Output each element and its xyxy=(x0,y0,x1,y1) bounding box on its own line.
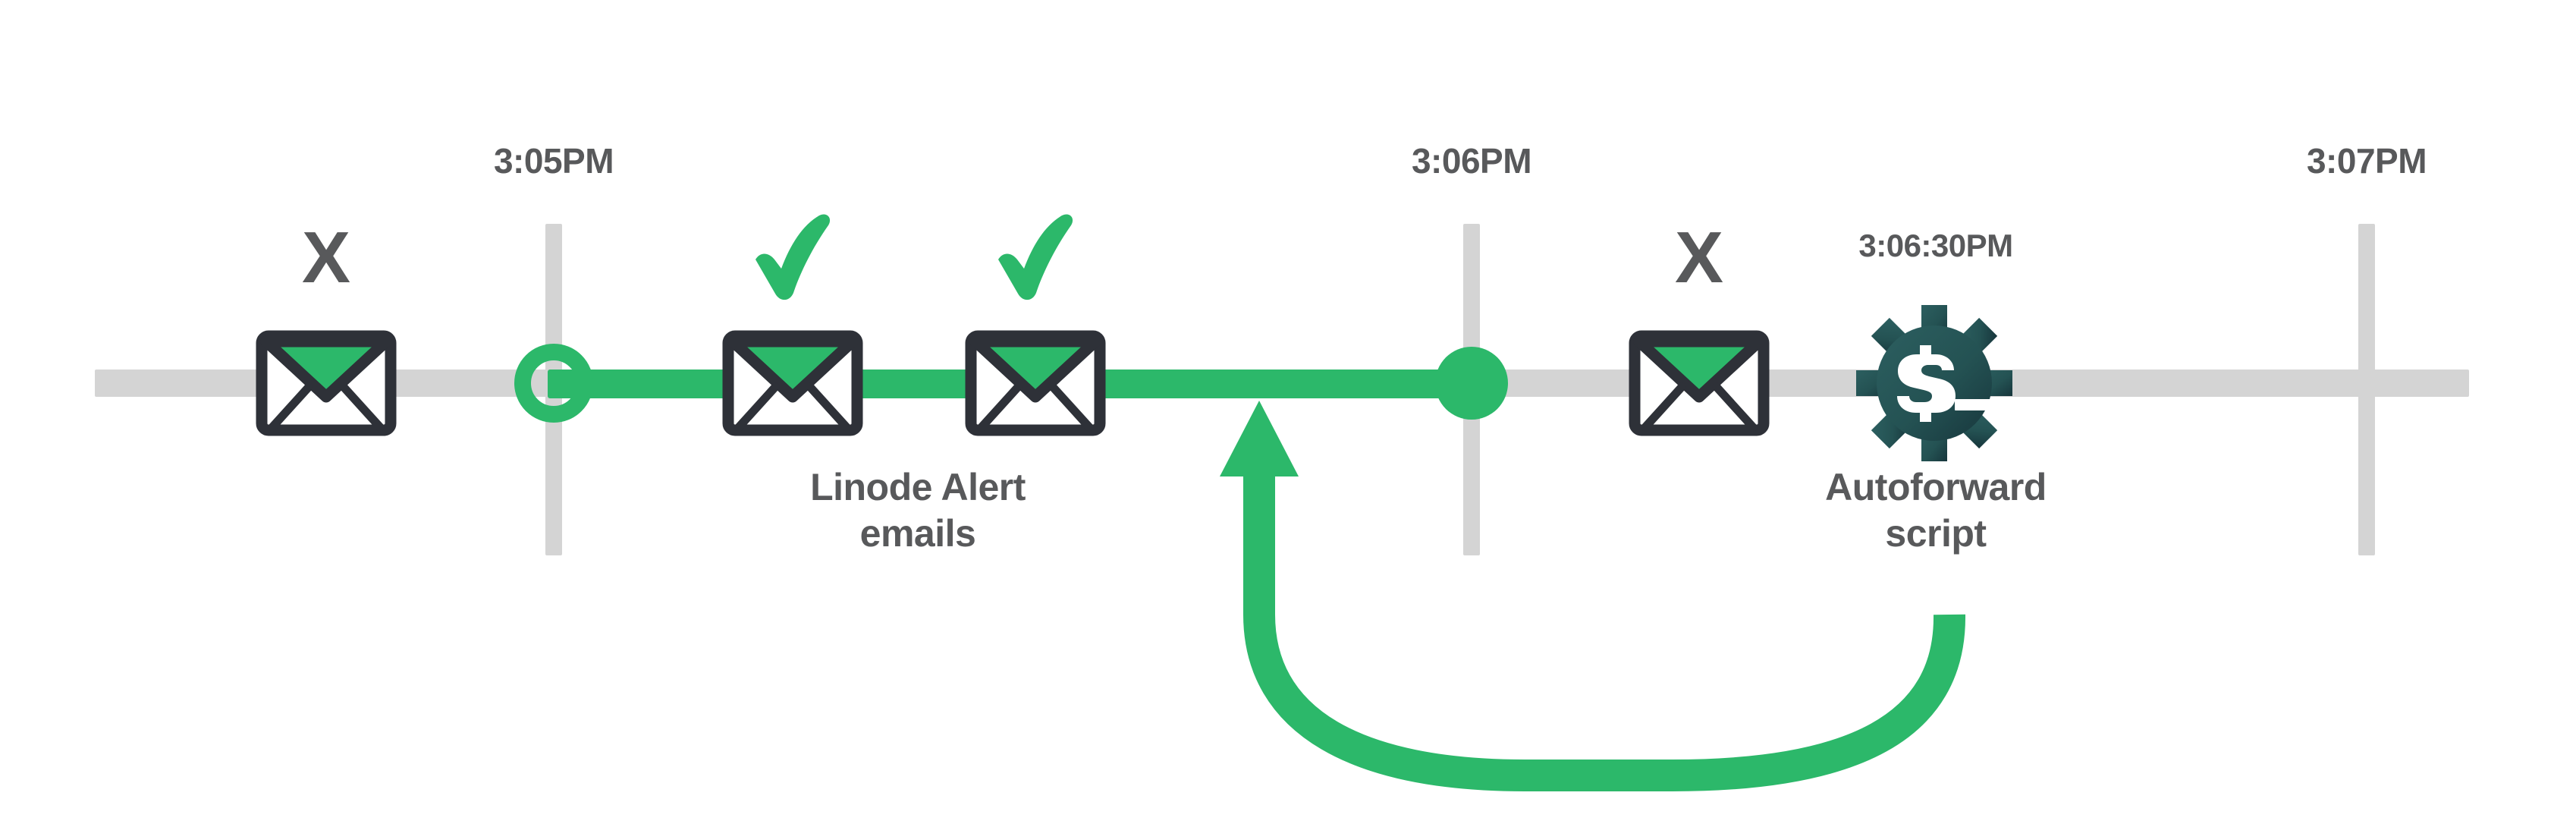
envelope-icon-alert-1 xyxy=(722,330,863,436)
envelope-icon-missed-2 xyxy=(1629,330,1770,436)
x-mark-icon-missed-2: X xyxy=(1674,217,1724,298)
time-label-306pm: 3:06PM xyxy=(1411,141,1532,181)
time-label-305pm: 3:05PM xyxy=(493,141,614,181)
caption-autoforward-script: Autoforward script xyxy=(1825,466,2047,555)
ring-marker-icon-window-start xyxy=(514,344,593,423)
check-mark-icon-alert-2 xyxy=(986,205,1085,303)
script-run-time-label: 3:06:30PM xyxy=(1858,228,2013,263)
x-mark-icon-missed-1: X xyxy=(301,217,351,298)
dot-marker-icon-window-end xyxy=(1435,347,1508,420)
caption-linode-alert-emails: Linode Alert emails xyxy=(810,466,1026,555)
envelope-icon-missed-1 xyxy=(256,330,397,436)
axis-tick-307pm xyxy=(2358,224,2375,555)
time-label-307pm: 3:07PM xyxy=(2306,141,2427,181)
gear-script-icon xyxy=(1855,303,2014,463)
envelope-icon-alert-2 xyxy=(965,330,1106,436)
check-mark-icon-alert-1 xyxy=(743,205,842,303)
